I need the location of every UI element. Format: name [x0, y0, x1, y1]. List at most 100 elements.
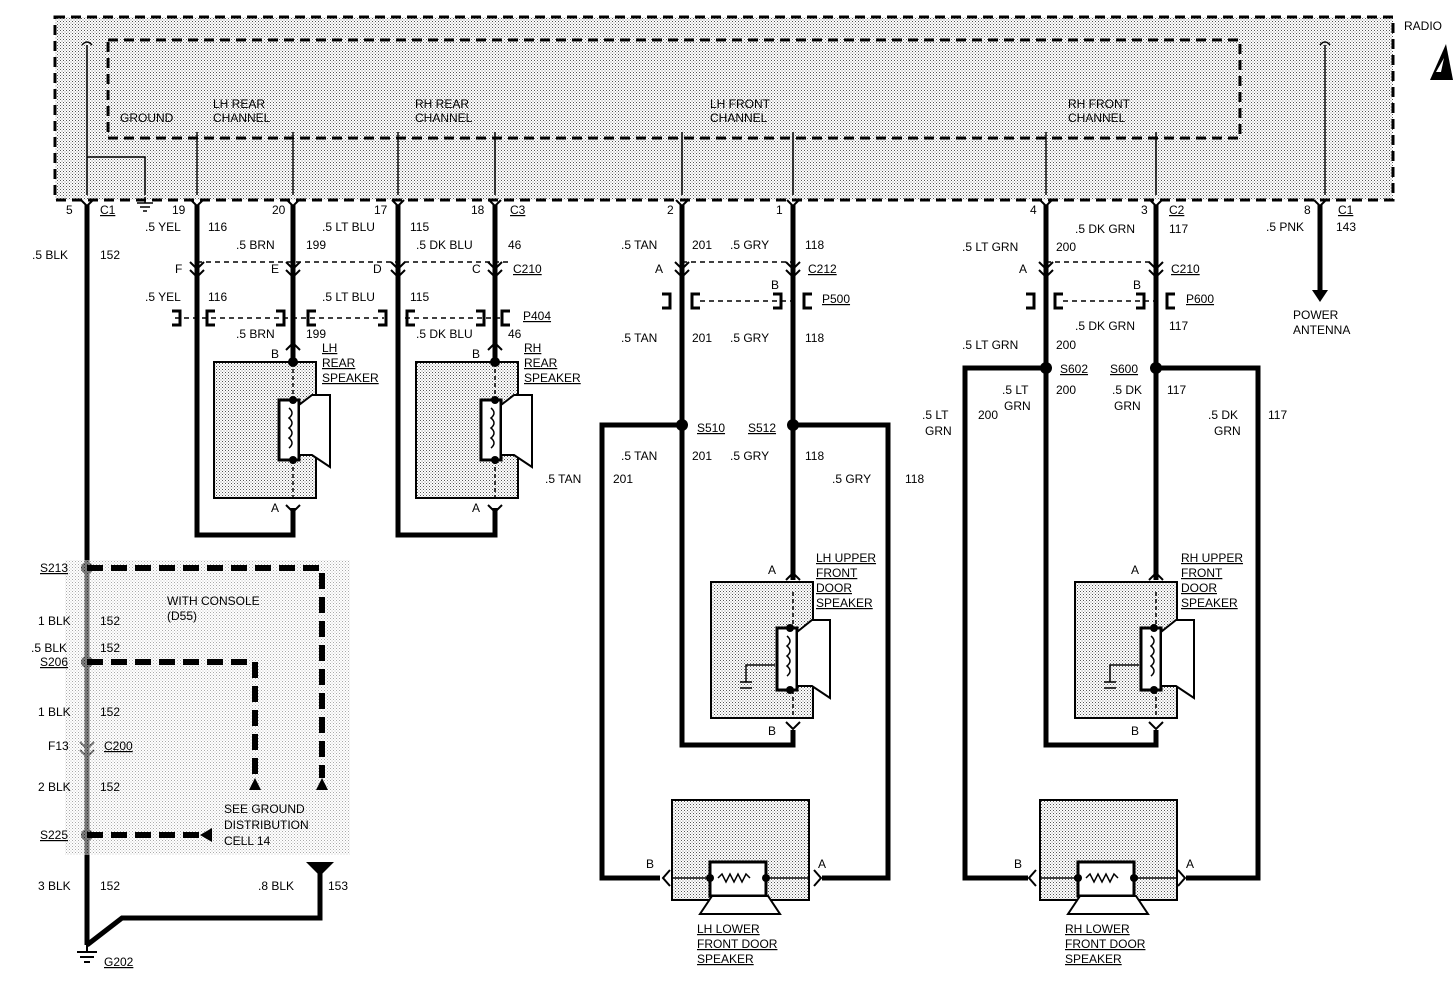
pin-f13: F13	[48, 739, 69, 753]
pin-letter: E	[271, 262, 279, 276]
wire-color: .5 LT BLU	[322, 290, 375, 304]
lh-rear-channel-line2: CHANNEL	[213, 111, 271, 125]
wire-color: .5 DK	[1208, 408, 1238, 422]
lh-front-channel-line1: LH FRONT	[710, 97, 771, 111]
wire-circuit: 199	[306, 327, 326, 341]
connector-p500: P500	[822, 292, 850, 306]
rh-front-channel-line1: RH FRONT	[1068, 97, 1131, 111]
lh-lower-speaker-label: LH LOWER	[697, 922, 760, 936]
wire-color: .5 GRY	[730, 449, 769, 463]
pin-4: 4	[1030, 203, 1037, 217]
wire-color: .5 LT GRN	[962, 240, 1018, 254]
lh-upper-speaker-label: FRONT	[816, 566, 858, 580]
connector-c212: C212	[808, 262, 837, 276]
wire-circuit: 200	[978, 408, 998, 422]
with-console-label: (D55)	[167, 609, 197, 623]
wire-color: .5 TAN	[621, 238, 657, 252]
lh-upper-front-door-speaker	[710, 581, 831, 719]
rh-upper-front-door-speaker	[1074, 581, 1195, 719]
wire-color: .5 TAN	[545, 472, 581, 486]
pin-letter: C	[472, 262, 481, 276]
pin-letter: A	[1019, 262, 1027, 276]
pin-letter: F	[175, 262, 182, 276]
lh-rear-channel-line1: LH REAR	[213, 97, 265, 111]
wire-color: .5 DK GRN	[1075, 222, 1135, 236]
splice-s512: S512	[748, 421, 776, 435]
pin-letter: B	[1131, 724, 1139, 738]
speaker-labels: LH REAR SPEAKER RH REAR SPEAKER LH UPPER…	[322, 308, 1350, 966]
splice-labels: S510 S512 S602 S600 S213 S206 S225	[40, 362, 1138, 842]
pin-letter: D	[373, 262, 382, 276]
wire-circuit: 152	[100, 641, 120, 655]
rh-lower-speaker-label: RH LOWER	[1065, 922, 1130, 936]
pin-letter: A	[818, 857, 826, 871]
ground-g202: G202	[104, 955, 134, 969]
connector-dashed-lines	[175, 261, 1156, 319]
lh-upper-speaker-label: SPEAKER	[816, 596, 873, 610]
wire-circuit: 118	[905, 472, 924, 486]
wire-circuit: 118	[805, 449, 824, 463]
wire-color: .5 DK BLU	[416, 327, 473, 341]
wire-circuit: 152	[100, 614, 120, 628]
wire-circuit: 201	[613, 472, 633, 486]
pin-18: 18	[471, 203, 485, 217]
with-console-label: WITH CONSOLE	[167, 594, 260, 608]
rh-rear-speaker-label: SPEAKER	[524, 371, 581, 385]
wire-color: GRN	[1114, 399, 1141, 413]
connector-c2: C2	[1169, 203, 1185, 217]
connector-chevrons	[79, 199, 1327, 887]
wire-color: .5 DK BLU	[416, 238, 473, 252]
connector-c3: C3	[510, 203, 526, 217]
connector-c1-antenna: C1	[1338, 203, 1354, 217]
rh-upper-speaker-label: DOOR	[1181, 581, 1217, 595]
connector-c1: C1	[100, 203, 116, 217]
wire-color: .5 TAN	[621, 331, 657, 345]
wire-color: .5 GRY	[730, 238, 769, 252]
pin-8: 8	[1304, 203, 1311, 217]
pin-letter: B	[646, 857, 654, 871]
wire-color: .5 LT	[922, 408, 949, 422]
wire-color: .5 LT BLU	[322, 220, 375, 234]
wire-circuit: 117	[1167, 383, 1186, 397]
wire-color: .5 BLK	[31, 641, 67, 655]
antenna-arrow	[1312, 290, 1328, 302]
wire-circuit: 199	[306, 238, 326, 252]
radio-module: RADIO GROUND LH REAR CHANNEL RH REAR CHA…	[53, 15, 1453, 212]
radio-internal-wiring	[81, 41, 1331, 212]
wire-circuit: 117	[1268, 408, 1287, 422]
pin-letter: B	[271, 347, 279, 361]
rh-rear-channel-line2: CHANNEL	[415, 111, 473, 125]
console-ground-branches	[65, 560, 350, 876]
wire-color: .5 BRN	[236, 238, 275, 252]
wire-circuit: 200	[1056, 240, 1076, 254]
wire-circuit: 116	[208, 220, 227, 234]
pin-19: 19	[172, 203, 186, 217]
lh-rear-speaker-label: SPEAKER	[322, 371, 379, 385]
see-ground-label: CELL 14	[224, 834, 271, 848]
wire-circuit: 152	[100, 879, 120, 893]
pin-letter: A	[655, 262, 663, 276]
wire-color: .5 LT GRN	[962, 338, 1018, 352]
rh-lower-speaker-label: FRONT DOOR	[1065, 937, 1146, 951]
wire-circuit: 152	[100, 248, 120, 262]
rh-upper-speaker-label: RH UPPER	[1181, 551, 1243, 565]
pin-20: 20	[272, 203, 286, 217]
lh-rear-speaker-label: REAR	[322, 356, 356, 370]
connector-c200: C200	[104, 739, 133, 753]
splice-s225: S225	[40, 828, 68, 842]
pin-letter: B	[768, 724, 776, 738]
splice-s600: S600	[1110, 362, 1138, 376]
wire-color: .5 GRY	[730, 331, 769, 345]
pin-letter: A	[768, 563, 776, 577]
wire-color: .5 YEL	[145, 290, 181, 304]
wire-color: .5 GRY	[832, 472, 871, 486]
lh-lower-speaker-label: FRONT DOOR	[697, 937, 778, 951]
wire-color: 1 BLK	[38, 705, 71, 719]
lh-upper-speaker-label: DOOR	[816, 581, 852, 595]
rh-rear-speaker-label: RH	[524, 341, 541, 355]
wire-circuit: 201	[692, 238, 712, 252]
rh-front-channel-line2: CHANNEL	[1068, 111, 1126, 125]
wire-circuit: 117	[1169, 222, 1188, 236]
lh-lower-front-door-speaker	[671, 799, 810, 915]
